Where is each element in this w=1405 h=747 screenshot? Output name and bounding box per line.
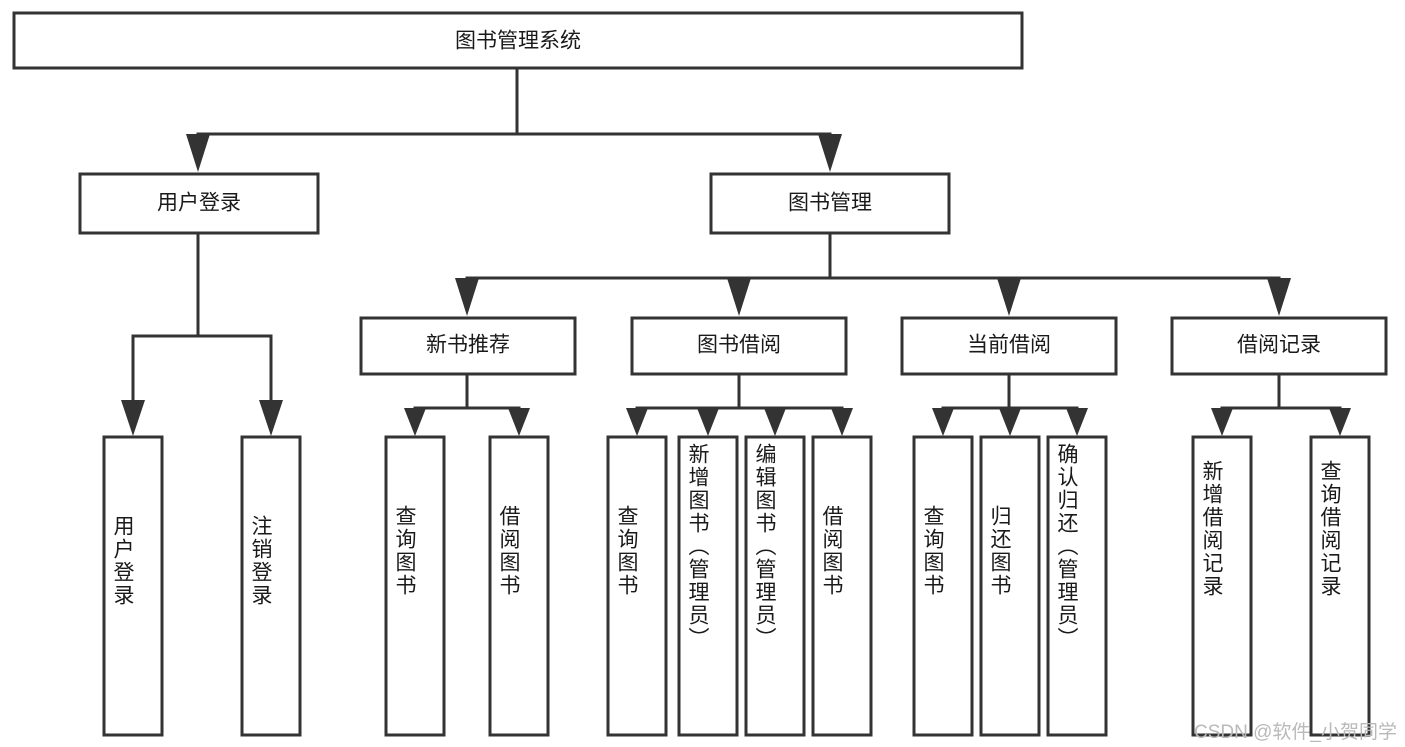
node-current-borrow[interactable]: 当前借阅 [900, 316, 1118, 376]
node-root[interactable]: 图书管理系统 [12, 11, 1024, 70]
node-borrow-record-label: 借阅记录 [1237, 334, 1321, 357]
arrow-current-borrow-leaf-2 [1066, 408, 1088, 436]
leaf-box-user-login-0[interactable] [102, 435, 164, 737]
connector-group-borrow [626, 372, 853, 436]
arrow-root-to-book-mgmt [818, 134, 842, 172]
arrow-borrow-leaf-1 [697, 408, 719, 436]
node-user-login-box[interactable] [78, 172, 320, 235]
node-book-borrow-box[interactable] [630, 316, 848, 376]
leaf-box-user-login-1[interactable] [240, 435, 302, 737]
node-user-login[interactable]: 用户登录 [78, 172, 320, 235]
leaf-box-borrow-2[interactable] [744, 435, 806, 737]
connector-group-new-book [404, 372, 530, 436]
leaf-box-record-0[interactable] [1191, 435, 1253, 737]
arrow-user-login-to-leaf-0 [121, 400, 145, 436]
connector-group-book-mgmt [455, 231, 1291, 316]
arrow-borrow-record-leaf-0 [1211, 408, 1233, 436]
arrow-book-mgmt-to-new-book [455, 278, 479, 316]
leaf-box-borrow-3[interactable] [811, 435, 873, 737]
leaf-box-new-book-0[interactable] [384, 435, 446, 737]
leaf-box-borrow-0[interactable] [606, 435, 668, 737]
node-borrow-record-box[interactable] [1170, 316, 1388, 376]
arrow-borrow-record-leaf-1 [1329, 408, 1351, 436]
connector-group-root [186, 66, 842, 172]
node-book-management[interactable]: 图书管理 [709, 172, 951, 235]
arrow-borrow-leaf-3 [831, 408, 853, 436]
leaf-box-current-1[interactable] [979, 435, 1041, 737]
node-user-login-label: 用户登录 [157, 192, 241, 215]
node-new-book-recommend[interactable]: 新书推荐 [359, 316, 577, 376]
node-current-borrow-box[interactable] [900, 316, 1118, 376]
leaf-box-borrow-1[interactable] [677, 435, 739, 737]
node-root-box[interactable] [12, 11, 1024, 70]
arrow-current-borrow-leaf-1 [999, 408, 1021, 436]
node-current-borrow-label: 当前借阅 [967, 334, 1051, 357]
arrow-book-mgmt-to-current [997, 278, 1021, 316]
arrow-book-mgmt-to-record [1267, 278, 1291, 316]
arrow-borrow-leaf-2 [764, 408, 786, 436]
node-borrow-record[interactable]: 借阅记录 [1170, 316, 1388, 376]
arrow-current-borrow-leaf-0 [932, 408, 954, 436]
arrow-borrow-leaf-0 [626, 408, 648, 436]
leaf-box-new-book-1[interactable] [488, 435, 550, 737]
arrow-book-mgmt-to-borrow [727, 278, 751, 316]
arrow-user-login-to-leaf-1 [259, 400, 283, 436]
arrow-new-book-leaf-0 [404, 408, 426, 436]
node-book-management-box[interactable] [709, 172, 951, 235]
arrow-root-to-user-login [186, 134, 210, 172]
node-book-borrow-label: 图书借阅 [697, 334, 781, 357]
connector-group-current-borrow [932, 372, 1088, 436]
leaf-box-current-0[interactable] [912, 435, 974, 737]
leaf-box-current-2[interactable] [1046, 435, 1108, 737]
leaf-box-record-1[interactable] [1309, 435, 1371, 737]
node-new-book-recommend-box[interactable] [359, 316, 577, 376]
node-book-borrow[interactable]: 图书借阅 [630, 316, 848, 376]
node-new-book-recommend-label: 新书推荐 [426, 334, 510, 357]
connector-group-borrow-record [1211, 372, 1351, 436]
node-root-label: 图书管理系统 [455, 30, 581, 53]
arrow-new-book-leaf-1 [508, 408, 530, 436]
node-book-management-label: 图书管理 [788, 192, 872, 215]
connector-group-user-login [121, 231, 283, 436]
